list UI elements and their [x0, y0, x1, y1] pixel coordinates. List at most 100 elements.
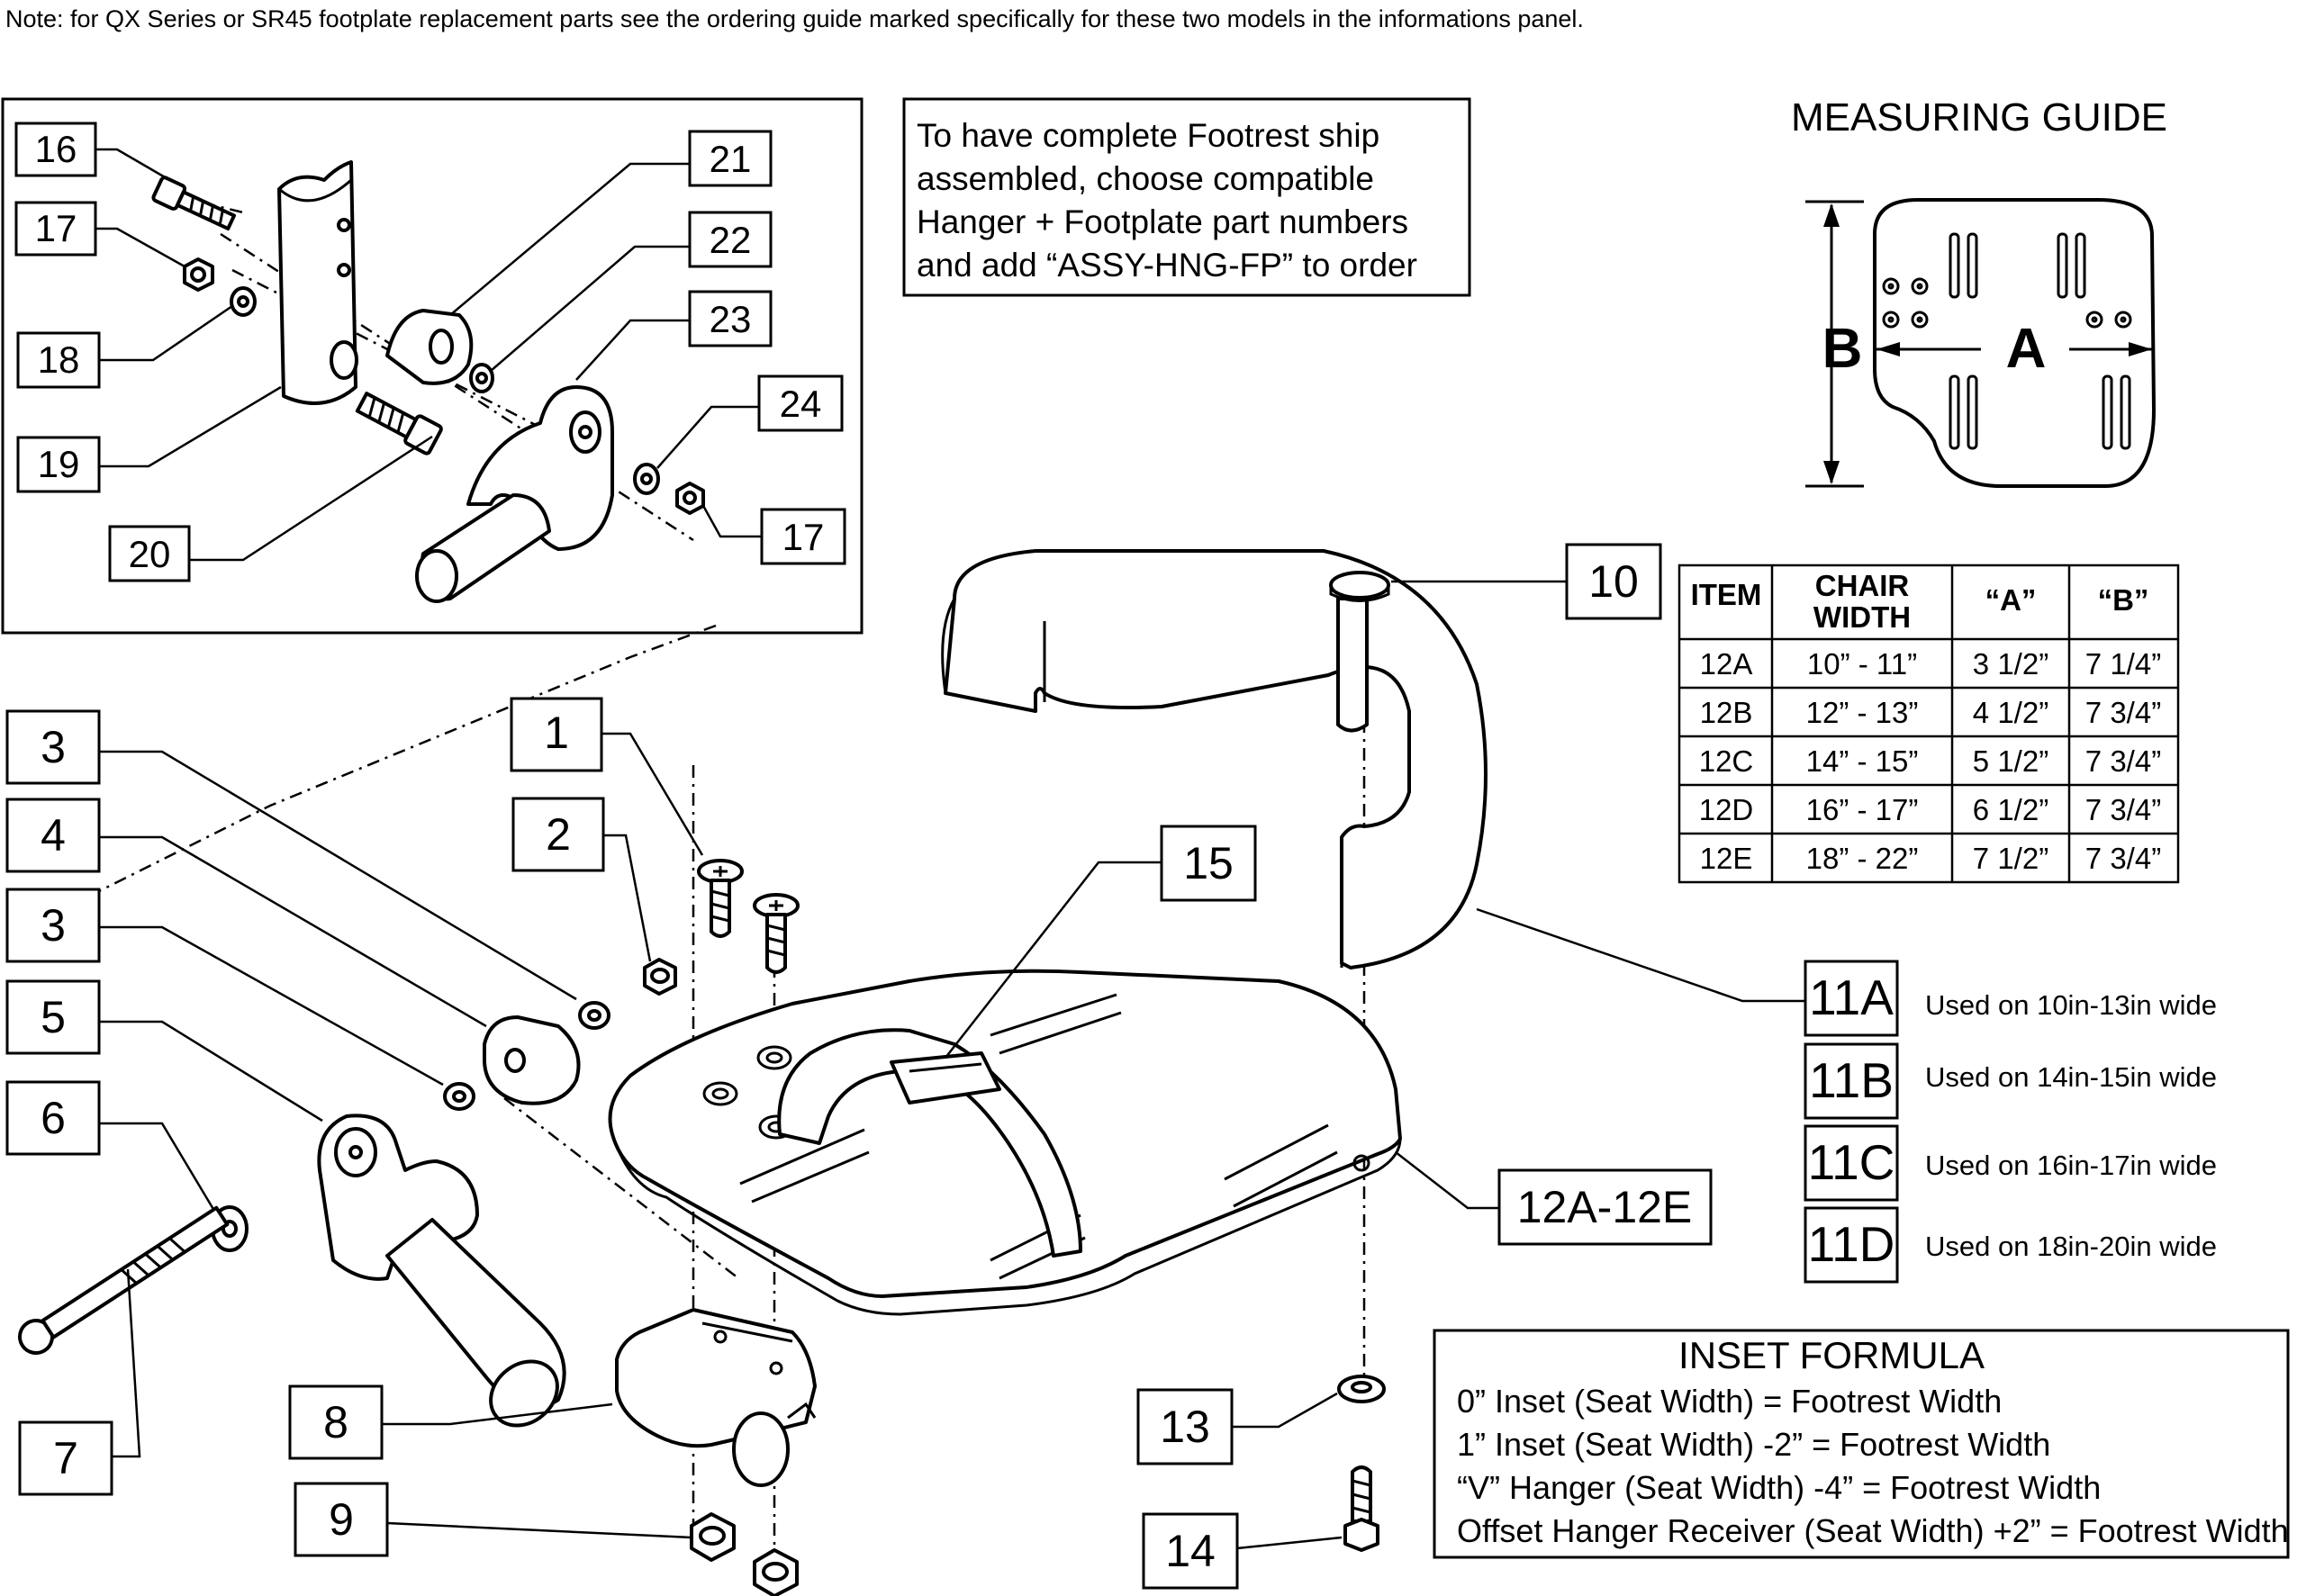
hanger-detail-frame: [1, 97, 864, 635]
callout-4-box: [5, 798, 101, 873]
table-row: 12C 14” - 15” 5 1/2” 7 3/4”: [1699, 744, 2161, 778]
footrest-exploded-drawing: [17, 549, 1488, 1596]
inset-formula-line-3: “V” Hanger (Seat Width) -4” = Footrest W…: [1457, 1469, 2101, 1506]
callout-5: 5: [41, 992, 66, 1042]
strap-11a-box: [1804, 960, 1899, 1037]
callout-2-box: [511, 797, 605, 872]
callout-15-box: [1160, 825, 1257, 902]
inset-formula-line-1: 0” Inset (Seat Width) = Footrest Width: [1457, 1383, 2002, 1420]
strap-11a-id: 11A: [1809, 969, 1894, 1025]
table-cell: 10” - 11”: [1807, 647, 1917, 681]
callout-1-box: [510, 697, 603, 772]
callout-12-box: [1497, 1168, 1713, 1246]
strap-11b-desc: Used on 14in-15in wide: [1925, 1061, 2217, 1093]
callout-3a-box: [5, 709, 101, 785]
callout-23: 23: [710, 298, 752, 340]
inset-formula-line-4: Offset Hanger Receiver (Seat Width) +2” …: [1457, 1512, 2289, 1549]
callout-3a: 3: [41, 722, 66, 772]
callout-16: 16: [35, 128, 77, 170]
assembly-note-line-2: assembled, choose compatible: [917, 160, 1374, 197]
top-note: Note: for QX Series or SR45 footplate re…: [5, 5, 1584, 32]
callout-12: 12A-12E: [1517, 1182, 1693, 1232]
callout-19-box: [16, 436, 101, 493]
strap-11d-id: 11D: [1808, 1216, 1895, 1272]
table-cell: 7 3/4”: [2085, 793, 2161, 826]
callout-16-box: [14, 122, 97, 177]
table-cell: 6 1/2”: [1973, 793, 2048, 826]
callout-15: 15: [1183, 838, 1234, 888]
table-cell: 3 1/2”: [1973, 647, 2048, 681]
callout-5-box: [5, 979, 101, 1055]
callout-23-box: [688, 290, 773, 347]
callout-24-box: [757, 374, 844, 432]
size-table: [1678, 564, 2180, 884]
inset-formula-title: INSET FORMULA: [1678, 1334, 1985, 1376]
table-row: 12E 18” - 22” 7 1/2” 7 3/4”: [1700, 842, 2162, 875]
callout-22-box: [688, 211, 773, 268]
table-header-width: WIDTH: [1813, 600, 1911, 634]
callout-1: 1: [544, 708, 569, 758]
strap-11a-desc: Used on 10in-13in wide: [1925, 989, 2217, 1021]
callout-20: 20: [129, 533, 171, 575]
dimension-b-label: B: [1822, 318, 1863, 380]
callout-9: 9: [329, 1494, 354, 1545]
callout-22: 22: [710, 219, 752, 261]
strap-11c-box: [1804, 1124, 1899, 1202]
strap-11c-id: 11C: [1808, 1134, 1895, 1190]
callout-17b: 17: [782, 516, 825, 558]
table-cell: 12A: [1700, 647, 1753, 681]
callout-14: 14: [1165, 1526, 1216, 1576]
callout-6: 6: [41, 1093, 66, 1143]
callout-18-box: [16, 331, 101, 389]
callout-13-box: [1136, 1388, 1234, 1465]
strap-11c-desc: Used on 16in-17in wide: [1925, 1150, 2217, 1181]
strap-11d-box: [1804, 1206, 1899, 1284]
callout-8-box: [288, 1384, 384, 1460]
callout-7-box: [18, 1420, 113, 1496]
table-row: 12D 16” - 17” 6 1/2” 7 3/4”: [1699, 793, 2161, 826]
table-cell: 7 3/4”: [2085, 744, 2161, 778]
measuring-guide-title: MEASURING GUIDE: [1791, 95, 2167, 140]
table-header-item: ITEM: [1691, 578, 1762, 611]
dimension-a-label: A: [2006, 318, 2047, 380]
callout-20-box: [108, 525, 191, 582]
strap-11b-id: 11B: [1809, 1052, 1894, 1108]
table-header-a: “A”: [1985, 583, 2037, 617]
callout-10: 10: [1588, 556, 1639, 607]
callout-19: 19: [38, 443, 80, 485]
table-cell: 14” - 15”: [1806, 744, 1919, 778]
table-cell: 4 1/2”: [1973, 696, 2048, 729]
table-cell: 7 1/2”: [1973, 842, 2048, 875]
footplate-outline-drawing: [1805, 198, 2156, 488]
callout-14-box: [1142, 1512, 1239, 1590]
callout-4: 4: [41, 810, 66, 861]
callout-3b: 3: [41, 900, 66, 951]
callout-17b-box: [760, 508, 846, 565]
callout-7: 7: [53, 1433, 78, 1483]
table-cell: 12E: [1700, 842, 1753, 875]
table-cell: 7 3/4”: [2085, 696, 2161, 729]
table-header-chair: CHAIR: [1815, 569, 1910, 602]
callout-8: 8: [323, 1397, 348, 1447]
callout-18: 18: [38, 338, 80, 381]
callout-21-box: [688, 130, 773, 187]
table-cell: 12D: [1699, 793, 1754, 826]
callout-24: 24: [780, 383, 822, 425]
table-cell: 18” - 22”: [1806, 842, 1919, 875]
table-cell: 12B: [1700, 696, 1753, 729]
callout-6-box: [5, 1080, 101, 1156]
table-cell: 7 1/4”: [2085, 647, 2161, 681]
table-cell: 5 1/2”: [1973, 744, 2048, 778]
callout-2: 2: [546, 809, 571, 860]
callout-17a: 17: [35, 207, 77, 249]
callout-13: 13: [1160, 1402, 1210, 1452]
table-header-b: “B”: [2098, 583, 2149, 617]
inset-formula-line-2: 1” Inset (Seat Width) -2” = Footrest Wid…: [1457, 1426, 2050, 1463]
callout-9-box: [294, 1482, 389, 1557]
strap-11d-desc: Used on 18in-20in wide: [1925, 1231, 2217, 1262]
callout-21: 21: [710, 138, 752, 180]
table-row: 12A 10” - 11” 3 1/2” 7 1/4”: [1700, 647, 2162, 681]
assembly-note-line-3: Hanger + Footplate part numbers: [917, 203, 1408, 240]
table-cell: 12” - 13”: [1806, 696, 1919, 729]
